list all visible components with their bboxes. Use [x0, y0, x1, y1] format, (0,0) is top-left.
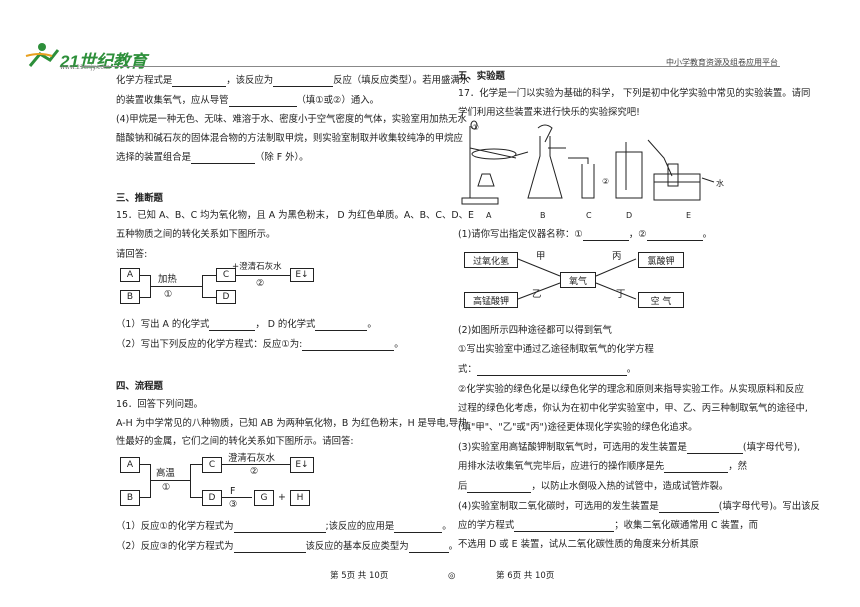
step-3: ③ [229, 499, 238, 510]
apparatus-D [615, 142, 643, 199]
q15-line-3: 请回答: [116, 249, 148, 260]
box-G: G [254, 490, 274, 506]
left-line-3: (4)甲烷是一种无色、无味、难溶于水、密度小于空气密度的气体，实验室用加热无水 [116, 114, 467, 125]
apparatus-A [461, 120, 529, 205]
plus-sign: + [278, 492, 286, 503]
box-E: E↓ [290, 268, 314, 282]
label-B: B [540, 211, 546, 220]
q17-sub-4c: 不选用 D 或 E 装置，试从二氧化碳性质的角度来分析其原 [458, 539, 699, 550]
condition-F: F [230, 486, 236, 497]
route-jia: 甲 [536, 251, 546, 262]
left-line-1: 化学方程式是，该反应为反应（填反应类型）。若用盛满水 [116, 75, 470, 87]
box-hydrogen-peroxide: 过氧化氢 [464, 252, 518, 268]
q17-sub-3b: 用排水法收集氧气完毕后，应进行的操作顺序是先，然 [458, 461, 748, 473]
step-1b: ① [162, 482, 171, 493]
water-label: 水 [716, 178, 724, 188]
box-B2: B [120, 490, 140, 506]
condition-limewater: 澄清石灰水 [228, 453, 275, 464]
q15-line-2: 五种物质之间的转化关系如下图所示。 [116, 229, 276, 240]
left-line-2: 的装置收集氧气，应从导管（填①或②）通入。 [116, 95, 379, 107]
box-E2: E↓ [290, 457, 314, 473]
condition-1: 加热 [158, 274, 177, 285]
condition-2: +澄清石灰水 [232, 262, 282, 272]
q16-line-2: A-H 为中学常见的八种物质，已知 AB 为两种氧化物，B 为红色粉末，H 是导… [116, 418, 468, 429]
step-2: ② [256, 278, 265, 289]
reaction-diagram-2: A B 高温 ① C D 澄清石灰水 ② E↓ F ③ G + H [116, 452, 446, 512]
header-right-text: 中小学教育资源及组卷应用平台 [666, 58, 778, 67]
q17-sub-4b: 应的学方程式；收集二氧化碳通常用 C 装置，而 [458, 520, 759, 532]
section-4-heading: 四、流程题 [116, 381, 163, 392]
box-air: 空 气 [638, 292, 684, 308]
step-1: ① [164, 289, 173, 300]
left-line-4: 醋酸钠和碱石灰的固体混合物的方法制取甲烷，则实验室制取并收集较纯净的甲烷应 [116, 133, 463, 144]
label-D: D [626, 211, 632, 220]
step-2b: ② [250, 466, 259, 477]
footer-right-page: 第 6页 共 10页 [496, 571, 555, 581]
route-ding: 丁 [616, 289, 626, 300]
header-divider [80, 66, 780, 67]
box-D2: D [202, 490, 222, 506]
q17-sub-2: (2)如图所示四种途径都可以得到氧气 [458, 325, 612, 336]
label-E: E [686, 211, 691, 220]
box-C2: C [202, 457, 222, 473]
q16-sub-2: （2）反应③的化学方程式为该反应的基本反应类型为。 [116, 541, 459, 553]
lab-apparatus-illustration: ① ② 水 A B C D E [461, 120, 724, 220]
q15-sub-2: （2）写出下列反应的化学方程式：反应①为:。 [116, 339, 404, 351]
q17-sub-3c: 后，以防止水倒吸入热的试管中，造成试管炸裂。 [458, 481, 729, 493]
reaction-diagram-1: A B 加热 ① C D +澄清石灰水 ② E↓ [116, 262, 356, 308]
q17-sub-2d: ②化学实验的绿色化是以绿色化学的理念和原则来指导实验工作。从实现原料和反应 [458, 384, 804, 395]
q17-sub-1: (1)请你写出指定仪器名称：①，②。 [458, 229, 712, 241]
box-potassium-permanganate: 高锰酸钾 [464, 292, 518, 308]
box-B: B [120, 290, 140, 304]
q17-sub-2b: 式：。 [458, 364, 637, 376]
section-3-heading: 三、推断题 [116, 193, 163, 204]
apparatus-B [527, 124, 566, 199]
circ-2: ② [602, 177, 609, 186]
left-line-5: 选择的装置组合是（除 F 外）。 [116, 152, 309, 164]
q15-sub-1: （1）写出 A 的化学式， D 的化学式。 [116, 319, 377, 331]
apparatus-C [568, 157, 595, 199]
footer-center-mark: ◎ [448, 571, 456, 581]
q17-line-1: 17．化学是一门以实验为基础的科学， 下列是初中化学实验中常见的实验装置。请同 [458, 88, 811, 99]
oxygen-routes-diagram: 过氧化氢 氯酸钾 高锰酸钾 空 气 氧气 甲 乙 丙 丁 [458, 248, 718, 318]
apparatus-E [647, 139, 715, 201]
logo [22, 40, 182, 70]
label-C: C [586, 211, 592, 220]
q17-sub-2e: 过程的绿色化考虑，你认为在初中化学实验室中，甲、乙、丙三种制取氧气的途径中, [458, 403, 808, 414]
box-potassium-chlorate: 氯酸钾 [638, 252, 684, 268]
box-A: A [120, 268, 140, 282]
route-yi: 乙 [532, 289, 542, 300]
route-bing: 丙 [612, 251, 622, 262]
box-D: D [216, 290, 236, 304]
logo-icon [25, 43, 60, 67]
q16-line-3: 性最好的金属，它们之间的转化关系如下图所示。请回答: [116, 436, 354, 447]
section-5-heading: 五、实验题 [458, 71, 505, 82]
q16-line-1: 16．回答下列问题。 [116, 399, 203, 410]
q17-sub-3a: (3)实验室用高锰酸钾制取氧气时，可选用的发生装置是(填字母代号), [458, 442, 801, 454]
box-H: H [290, 490, 310, 506]
box-C: C [216, 268, 236, 282]
condition-high-temp: 高温 [156, 468, 175, 479]
logo-url: www.21cnjy.com [60, 64, 110, 71]
q17-sub-2f: (填"甲"、"乙"或"丙")途径更体现化学实验的绿色化追求。 [458, 422, 698, 433]
q17-sub-4a: (4)实验室制取二氧化碳时，可选用的发生装置是(填字母代号)。写出该反 [458, 501, 820, 513]
q16-sub-1: （1）反应①的化学方程式为;该反应的应用是。 [116, 521, 452, 533]
circ-1: ① [472, 123, 479, 132]
q17-sub-2a: ①写出实验室中通过乙途径制取氧气的化学方程 [458, 344, 654, 355]
route-lines [517, 258, 637, 300]
box-oxygen: 氧气 [560, 272, 596, 288]
label-A: A [486, 211, 492, 220]
box-A2: A [120, 457, 140, 473]
q15-line-1: 15．已知 A、B、C 均为氧化物，且 A 为黑色粉末， D 为红色单质。A、B… [116, 210, 474, 221]
q17-line-2: 学们利用这些装置来进行快乐的实验探究吧! [458, 107, 640, 118]
footer-left-page: 第 5页 共 10页 [330, 571, 389, 581]
